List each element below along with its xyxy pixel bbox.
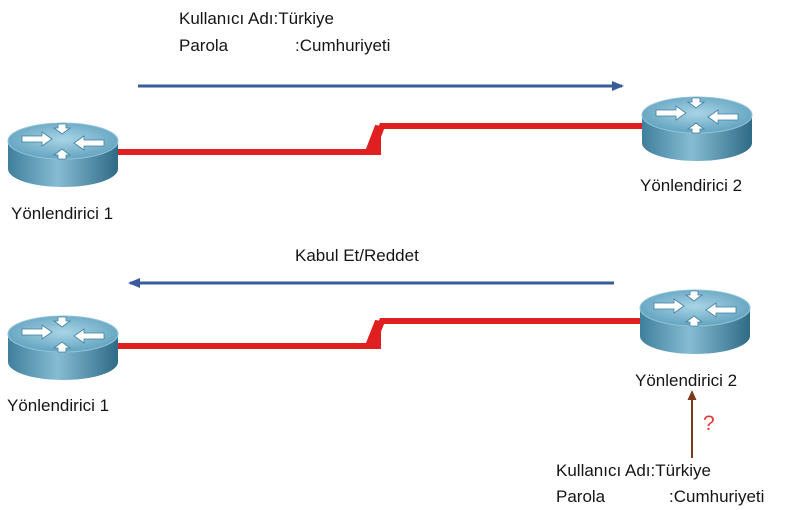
bottom-username-line: Kullanıcı Adı:Türkiye <box>556 461 711 481</box>
router-icon <box>7 122 119 188</box>
top-router-1-label: Yönlendirici 1 <box>11 204 114 223</box>
serial-link-bottom <box>118 318 645 349</box>
bottom-router-1-label: Yönlendirici 1 <box>7 396 110 415</box>
router-icon <box>639 289 751 355</box>
username-label: Kullanıcı Adı <box>179 9 274 28</box>
response-label: Kabul Et/Reddet <box>295 246 419 265</box>
top-password-line: Parola :Cumhuriyeti <box>179 36 390 56</box>
top-username-line: Kullanıcı Adı:Türkiye <box>179 9 334 29</box>
question-mark: ? <box>703 412 715 435</box>
serial-link-top <box>118 123 645 155</box>
top-router-2-label: Yönlendirici 2 <box>640 176 743 195</box>
password-value: :Cumhuriyeti <box>295 36 391 55</box>
username-value: :Türkiye <box>273 9 334 28</box>
username-value: :Türkiye <box>650 461 711 480</box>
password-value: :Cumhuriyeti <box>669 487 765 506</box>
bottom-router-2-label: Yönlendirici 2 <box>635 371 738 390</box>
router-icon <box>7 315 119 381</box>
router-icon <box>641 96 753 162</box>
username-label: Kullanıcı Adı <box>556 461 651 480</box>
password-label: Parola <box>179 36 229 55</box>
bottom-password-line: Parola :Cumhuriyeti <box>556 487 764 507</box>
password-label: Parola <box>556 487 606 506</box>
